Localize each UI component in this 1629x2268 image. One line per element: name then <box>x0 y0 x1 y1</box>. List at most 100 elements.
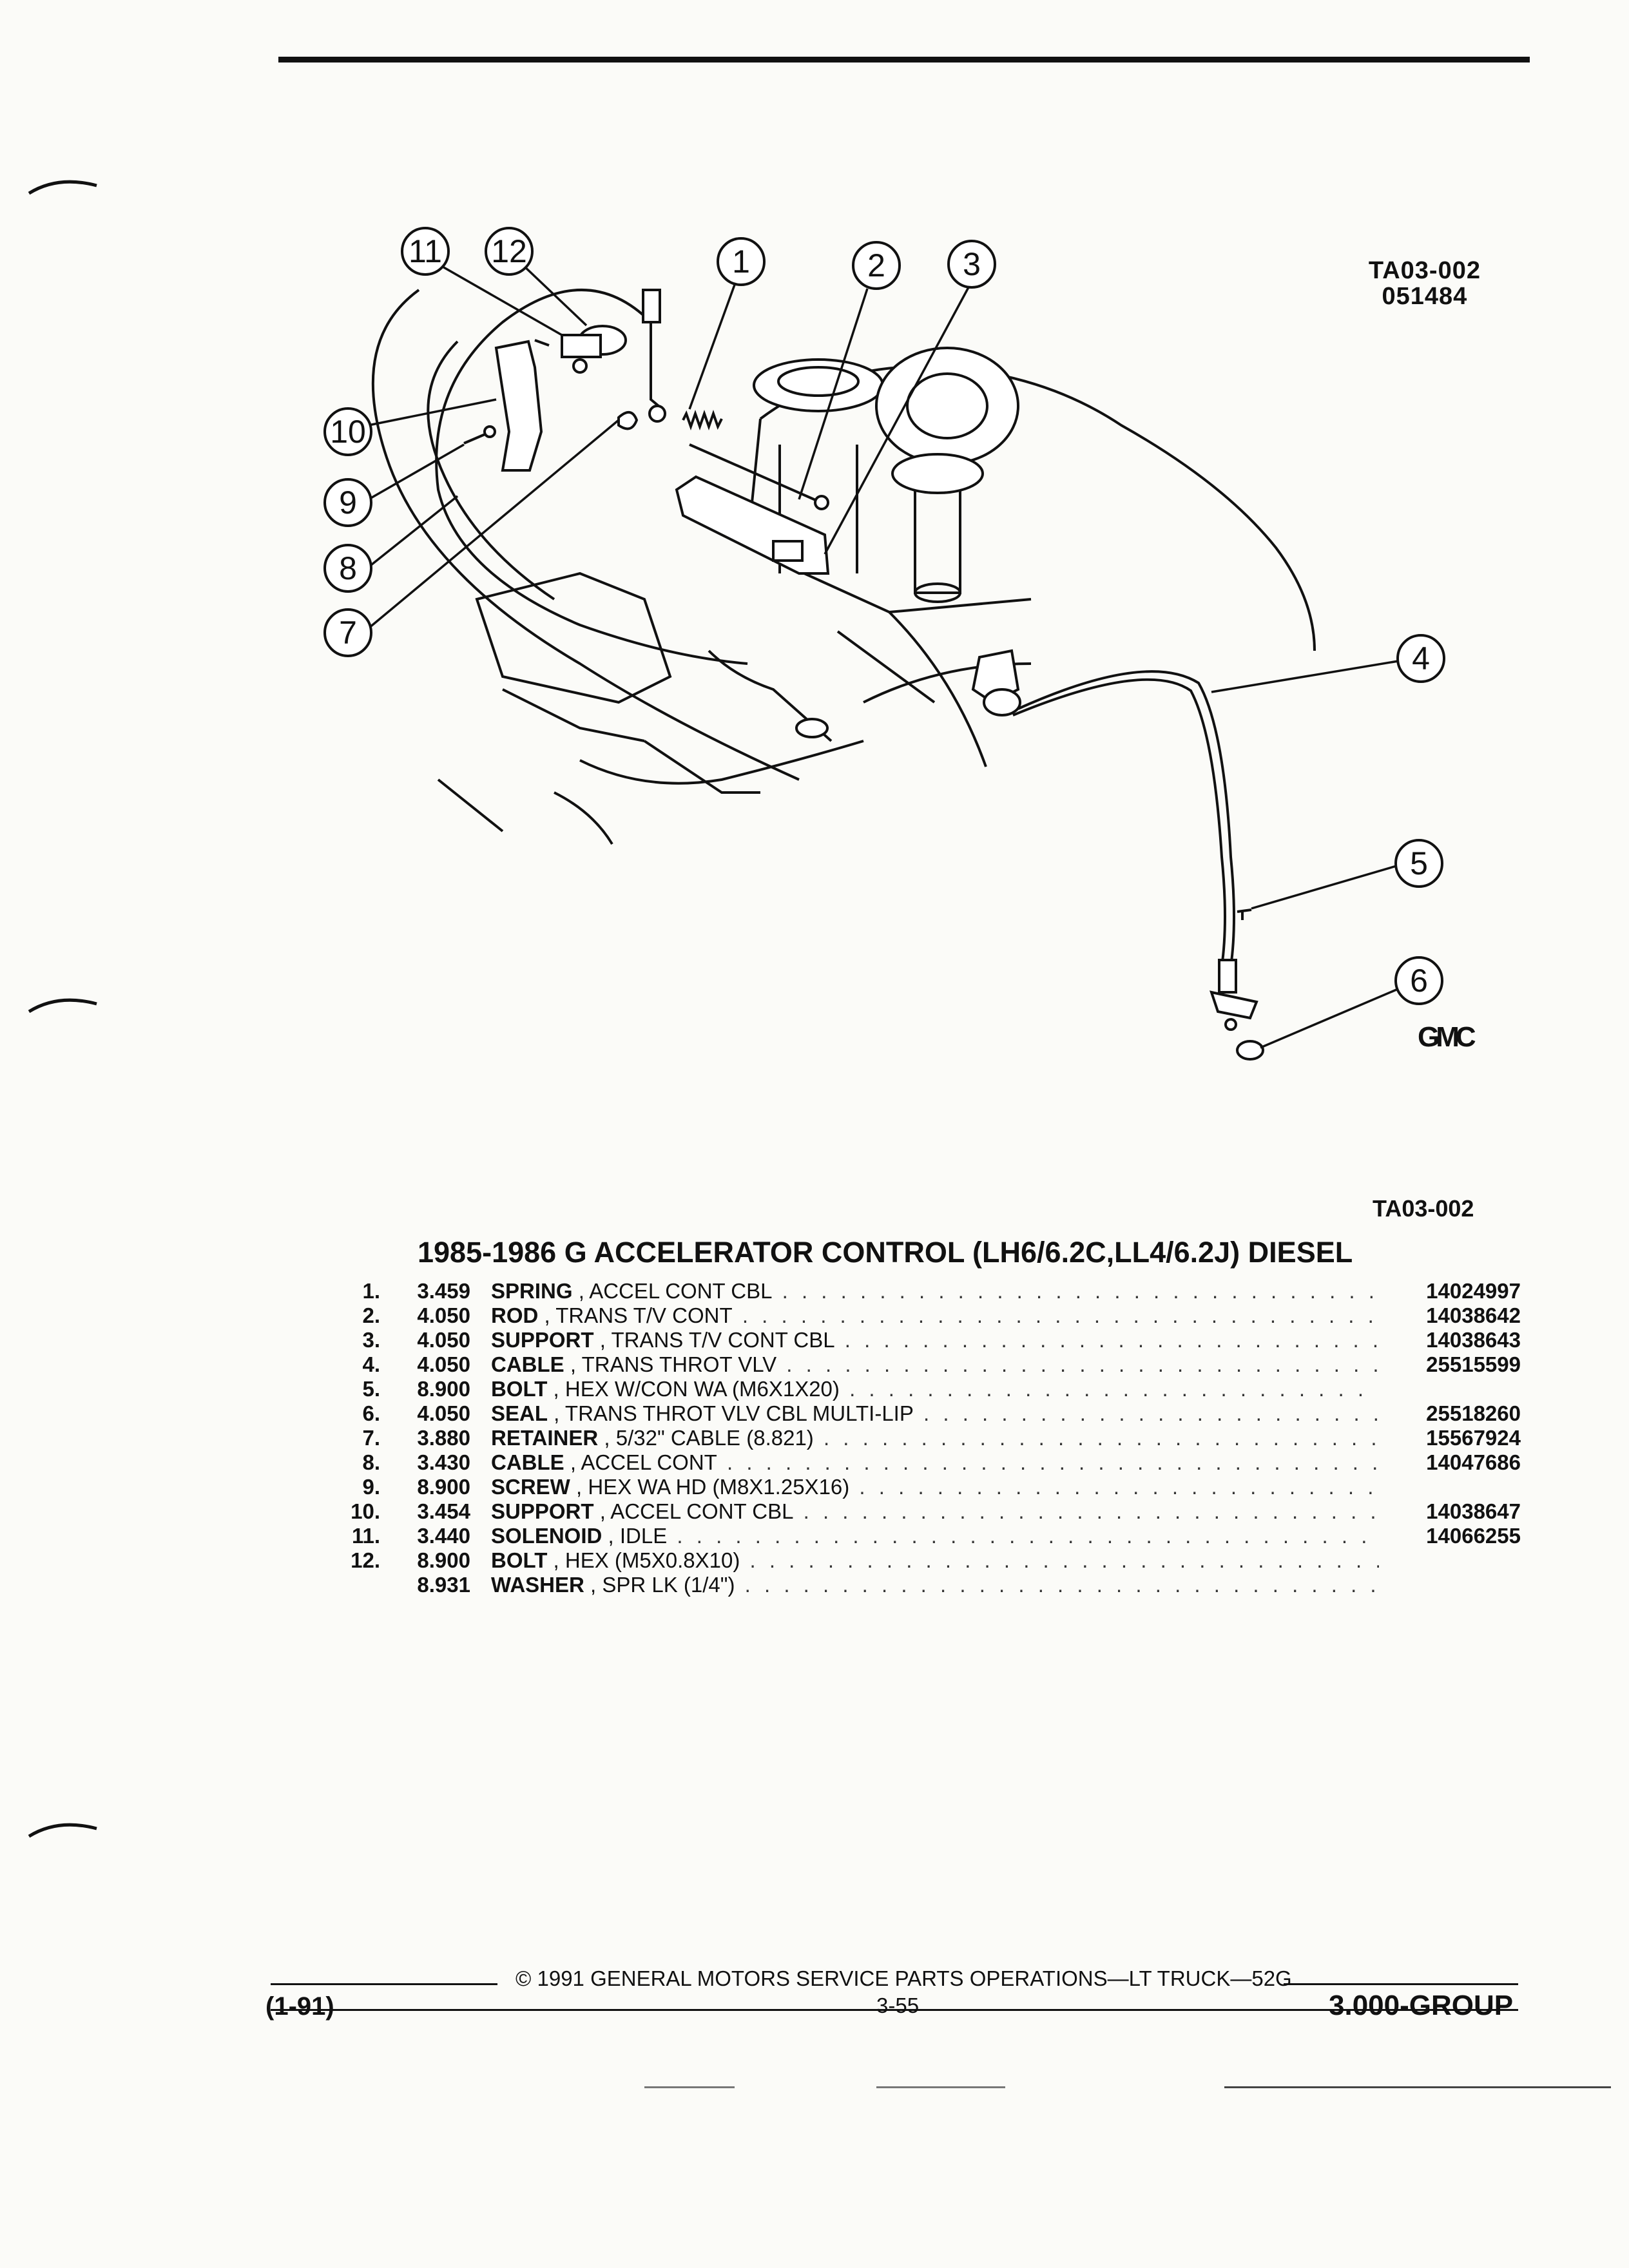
figure-id-date: 051484 <box>1382 283 1468 310</box>
group-code: 3.440 <box>417 1524 470 1548</box>
svg-text:12: 12 <box>491 233 527 269</box>
callout-4: 4 <box>1396 634 1445 683</box>
part-number: 15567924 <box>1426 1426 1521 1450</box>
item-number: 10. <box>351 1499 380 1523</box>
leader-dots: . . . . . . . . . . . . . . . . . . . . … <box>923 1401 1379 1425</box>
callout-3: 3 <box>947 240 996 289</box>
part-description: BOLT , HEX W/CON WA (M6X1X20) . . . . . … <box>491 1377 1379 1401</box>
part-number: 14038647 <box>1426 1499 1521 1523</box>
tv-linkage <box>836 630 936 704</box>
group-code: 3.459 <box>417 1279 470 1303</box>
scan-artifact <box>876 2086 1005 2088</box>
screw-9 <box>463 432 487 445</box>
spring-1 <box>682 409 723 431</box>
part-name: RETAINER <box>491 1426 599 1450</box>
leader-dots: . . . . . . . . . . . . . . . . . . . . … <box>782 1279 1379 1303</box>
parts-list-row: 4. 4.050 CABLE , TRANS THROT VLV . . . . .… <box>322 1352 1521 1377</box>
part-description: SCREW , HEX WA HD (M8X1.25X16) . . . . .… <box>491 1475 1379 1499</box>
scan-artifact <box>644 2086 735 2088</box>
group-number: 3.000-GROUP <box>1329 1990 1514 2021</box>
callout-7: 7 <box>323 608 372 657</box>
figure-id-code: TA03-002 <box>1368 257 1481 284</box>
accel-cable-8 <box>435 289 748 665</box>
scan-artifact <box>1224 2086 1611 2088</box>
part-name: BOLT <box>491 1377 548 1401</box>
retainer-7 <box>617 411 639 430</box>
leader-dots: . . . . . . . . . . . . . . . . . . . . … <box>786 1352 1379 1376</box>
leader-dots: . . . . . . . . . . . . . . . . . . . . … <box>749 1548 1379 1572</box>
part-detail: , ACCEL CONT <box>564 1450 717 1474</box>
item-number: 12. <box>351 1548 380 1572</box>
gm-logo: GMC <box>1418 1021 1476 1053</box>
part-name: SUPPORT <box>491 1499 594 1523</box>
cable-fitting <box>642 289 661 323</box>
part-detail: , HEX W/CON WA (M6X1X20) <box>547 1377 840 1401</box>
svg-text:10: 10 <box>330 414 366 450</box>
intake-stack <box>753 347 1019 603</box>
part-description: SUPPORT , ACCEL CONT CBL . . . . . . . .… <box>491 1499 1379 1524</box>
leader-dots: . . . . . . . . . . . . . . . . . . . . … <box>849 1377 1379 1401</box>
callout-2: 2 <box>852 241 901 290</box>
trans-throt-vlv-cable-4 <box>1017 670 1235 967</box>
part-detail: , ACCEL CONT CBL <box>593 1499 794 1523</box>
item-number: 8. <box>362 1450 380 1474</box>
part-number: 14047686 <box>1426 1450 1521 1474</box>
accel-cable-support-bracket <box>494 340 543 472</box>
leader-dots: . . . . . . . . . . . . . . . . . . . . … <box>803 1499 1379 1523</box>
item-number: 1. <box>362 1279 380 1303</box>
revision-date: (1-91) <box>265 1992 334 2021</box>
part-name: CABLE <box>491 1352 564 1376</box>
footer-rule <box>271 2009 1518 2011</box>
group-code: 4.050 <box>417 1352 470 1376</box>
group-code: 4.050 <box>417 1303 470 1327</box>
group-code: 8.900 <box>417 1377 470 1401</box>
part-number: 14038643 <box>1426 1328 1521 1352</box>
svg-text:7: 7 <box>339 615 357 651</box>
binder-hole-mark <box>28 998 97 1014</box>
engine-outline <box>371 289 1316 845</box>
svg-text:4: 4 <box>1412 640 1430 677</box>
group-code: 4.050 <box>417 1328 470 1352</box>
part-description: CABLE , TRANS THROT VLV . . . . . . . . … <box>491 1352 1379 1377</box>
item-number: 6. <box>362 1401 380 1425</box>
tv-cable-rod <box>708 649 833 742</box>
idle-solenoid <box>534 325 627 374</box>
part-detail: , 5/32" CABLE (8.821) <box>598 1426 814 1450</box>
callout-12: 12 <box>485 227 534 276</box>
item-number: 11. <box>351 1524 380 1548</box>
callout-5: 5 <box>1394 839 1443 888</box>
part-number: 25518260 <box>1426 1401 1521 1425</box>
footer-rule <box>271 1983 497 1985</box>
part-name: SEAL <box>491 1401 548 1425</box>
part-number: 25515599 <box>1426 1352 1521 1376</box>
group-code: 8.931 <box>417 1573 470 1597</box>
item-number: 5. <box>362 1377 380 1401</box>
svg-text:9: 9 <box>339 485 357 521</box>
leader-dots: . . . . . . . . . . . . . . . . . . . . … <box>859 1475 1379 1499</box>
bolt-5 <box>1237 908 1252 920</box>
cable-end <box>650 303 660 407</box>
part-name: SCREW <box>491 1475 570 1499</box>
leader-dots: . . . . . . . . . . . . . . . . . . . . … <box>844 1328 1379 1352</box>
part-detail: , IDLE <box>602 1524 668 1548</box>
part-detail: , TRANS T/V CONT <box>538 1303 733 1327</box>
svg-text:6: 6 <box>1410 963 1428 999</box>
rod-2 <box>689 443 819 503</box>
leader-dots: . . . . . . . . . . . . . . . . . . . . … <box>726 1450 1379 1474</box>
footer-rule <box>1284 1983 1518 1985</box>
part-detail: , HEX WA HD (M8X1.25X16) <box>570 1475 850 1499</box>
binder-hole-mark <box>28 1823 97 1838</box>
item-number: 4. <box>362 1352 380 1376</box>
group-code: 3.880 <box>417 1426 470 1450</box>
copyright-notice: © 1991 GENERAL MOTORS SERVICE PARTS OPER… <box>516 1966 1292 1990</box>
